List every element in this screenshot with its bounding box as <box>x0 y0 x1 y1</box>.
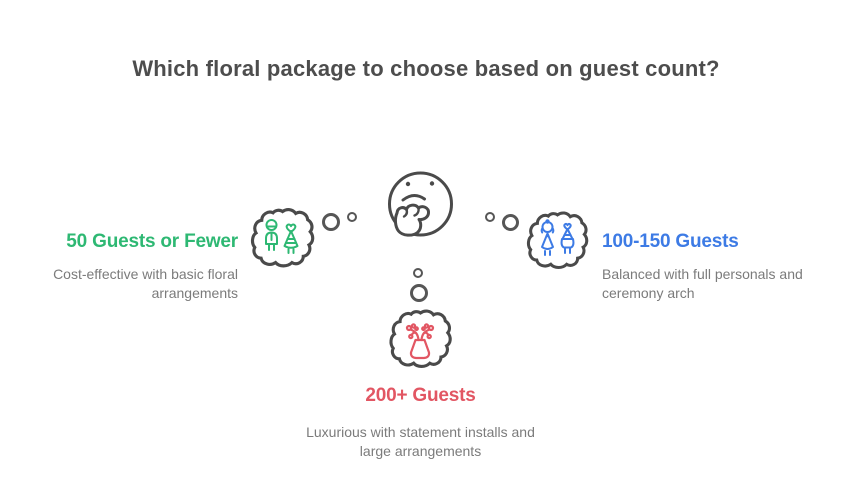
thought-trail-dot <box>346 212 357 222</box>
thought-bubble-right <box>526 209 589 272</box>
brides-couple-icon <box>538 219 578 262</box>
option-left: 50 Guests or Fewer Cost-effective with b… <box>26 232 238 302</box>
thought-bubble-bottom <box>387 308 454 370</box>
option-description: Luxurious with statement installs and la… <box>306 424 535 459</box>
option-right: 100-150 Guests Balanced with full person… <box>602 232 834 302</box>
thinking-face-icon <box>386 169 453 239</box>
thought-bubble-left <box>250 206 315 270</box>
thought-trail-dot <box>321 213 340 231</box>
page-title: Which floral package to choose based on … <box>132 56 720 81</box>
option-label: 100-150 Guests <box>602 231 739 252</box>
option-label: 50 Guests or Fewer <box>66 231 238 252</box>
option-label: 200+ Guests <box>365 385 476 406</box>
option-description: Balanced with full personals and ceremon… <box>602 266 803 301</box>
option-bottom: 200+ Guests Luxurious with statement ins… <box>294 386 547 460</box>
thought-trail-dot <box>501 213 519 231</box>
option-description: Cost-effective with basic floral arrange… <box>53 266 238 301</box>
thought-trail-dot <box>409 284 428 302</box>
thought-trail-dot <box>484 212 495 222</box>
thought-trail-dot <box>413 268 423 278</box>
floral-arrangement-icon <box>399 320 441 362</box>
bride-and-groom-icon <box>263 219 301 261</box>
